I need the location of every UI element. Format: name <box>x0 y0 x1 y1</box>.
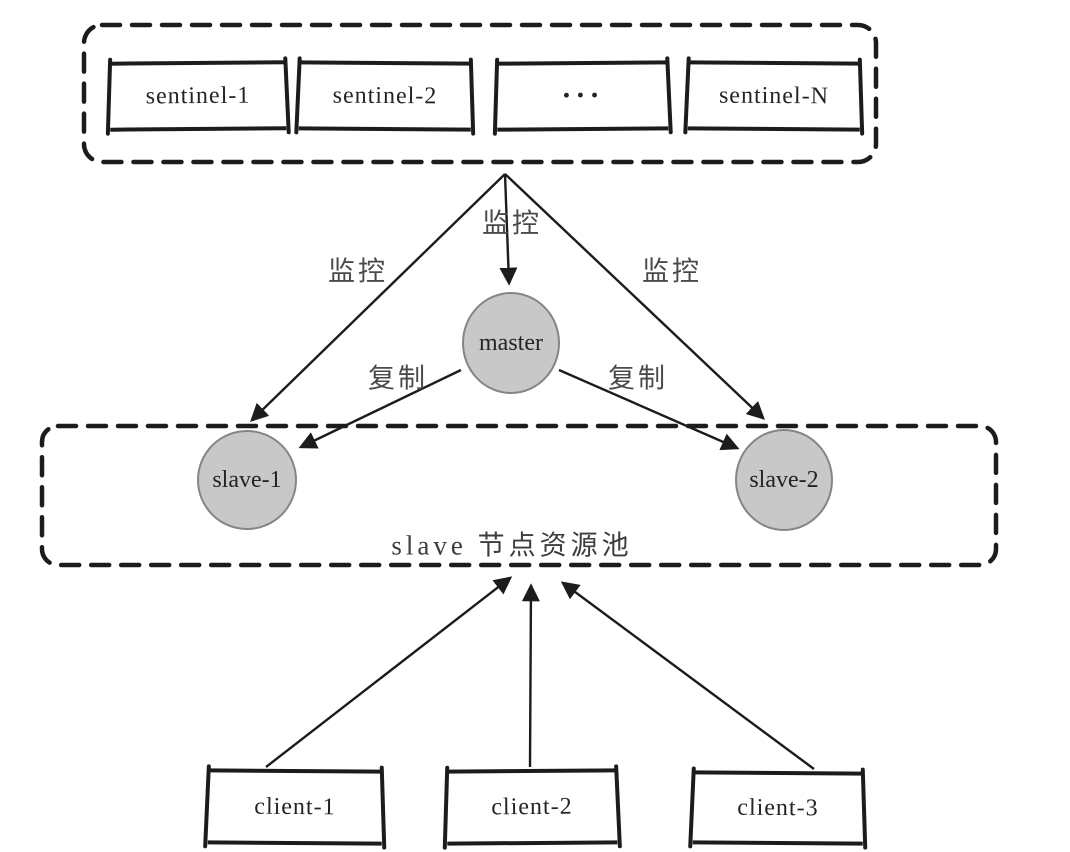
edge-label-monitor-left: 监控 <box>328 256 388 287</box>
edge-label-replicate-left: 复制 <box>368 363 428 394</box>
edge-label-monitor-right: 监控 <box>642 256 702 287</box>
node-sentinel-2-label: sentinel-2 <box>332 82 438 109</box>
edge-label-monitor-center: 监控 <box>482 208 542 239</box>
edge-client-2-to-pool <box>521 583 540 768</box>
node-slave-1-label: slave-1 <box>212 466 282 493</box>
node-slave-1: slave-1 <box>197 430 297 530</box>
slave-pool-caption: slave 节点资源池 <box>391 530 633 561</box>
node-slave-2-label: slave-2 <box>749 466 819 493</box>
edge-client-1-to-pool <box>265 576 513 768</box>
node-master-label: master <box>479 329 543 356</box>
node-client-1: client-1 <box>207 768 383 846</box>
node-sentinel-1-label: sentinel-1 <box>145 82 251 109</box>
node-master: master <box>462 292 560 394</box>
node-sentinel-1: sentinel-1 <box>109 60 287 132</box>
node-client-3-label: client-3 <box>737 794 819 821</box>
node-client-2: client-2 <box>446 768 618 846</box>
node-sentinel-ellipsis: ··· <box>496 60 669 132</box>
node-sentinel-n: sentinel-N <box>687 60 861 132</box>
node-slave-2: slave-2 <box>735 429 833 531</box>
ellipsis-label: ··· <box>561 78 604 113</box>
node-client-2-label: client-2 <box>491 793 573 820</box>
edge-label-replicate-right: 复制 <box>608 363 668 394</box>
node-client-3: client-3 <box>692 770 864 846</box>
node-sentinel-2: sentinel-2 <box>298 60 472 132</box>
edge-client-3-to-pool <box>560 581 815 770</box>
node-sentinel-n-label: sentinel-N <box>718 82 830 109</box>
node-client-1-label: client-1 <box>254 793 336 820</box>
